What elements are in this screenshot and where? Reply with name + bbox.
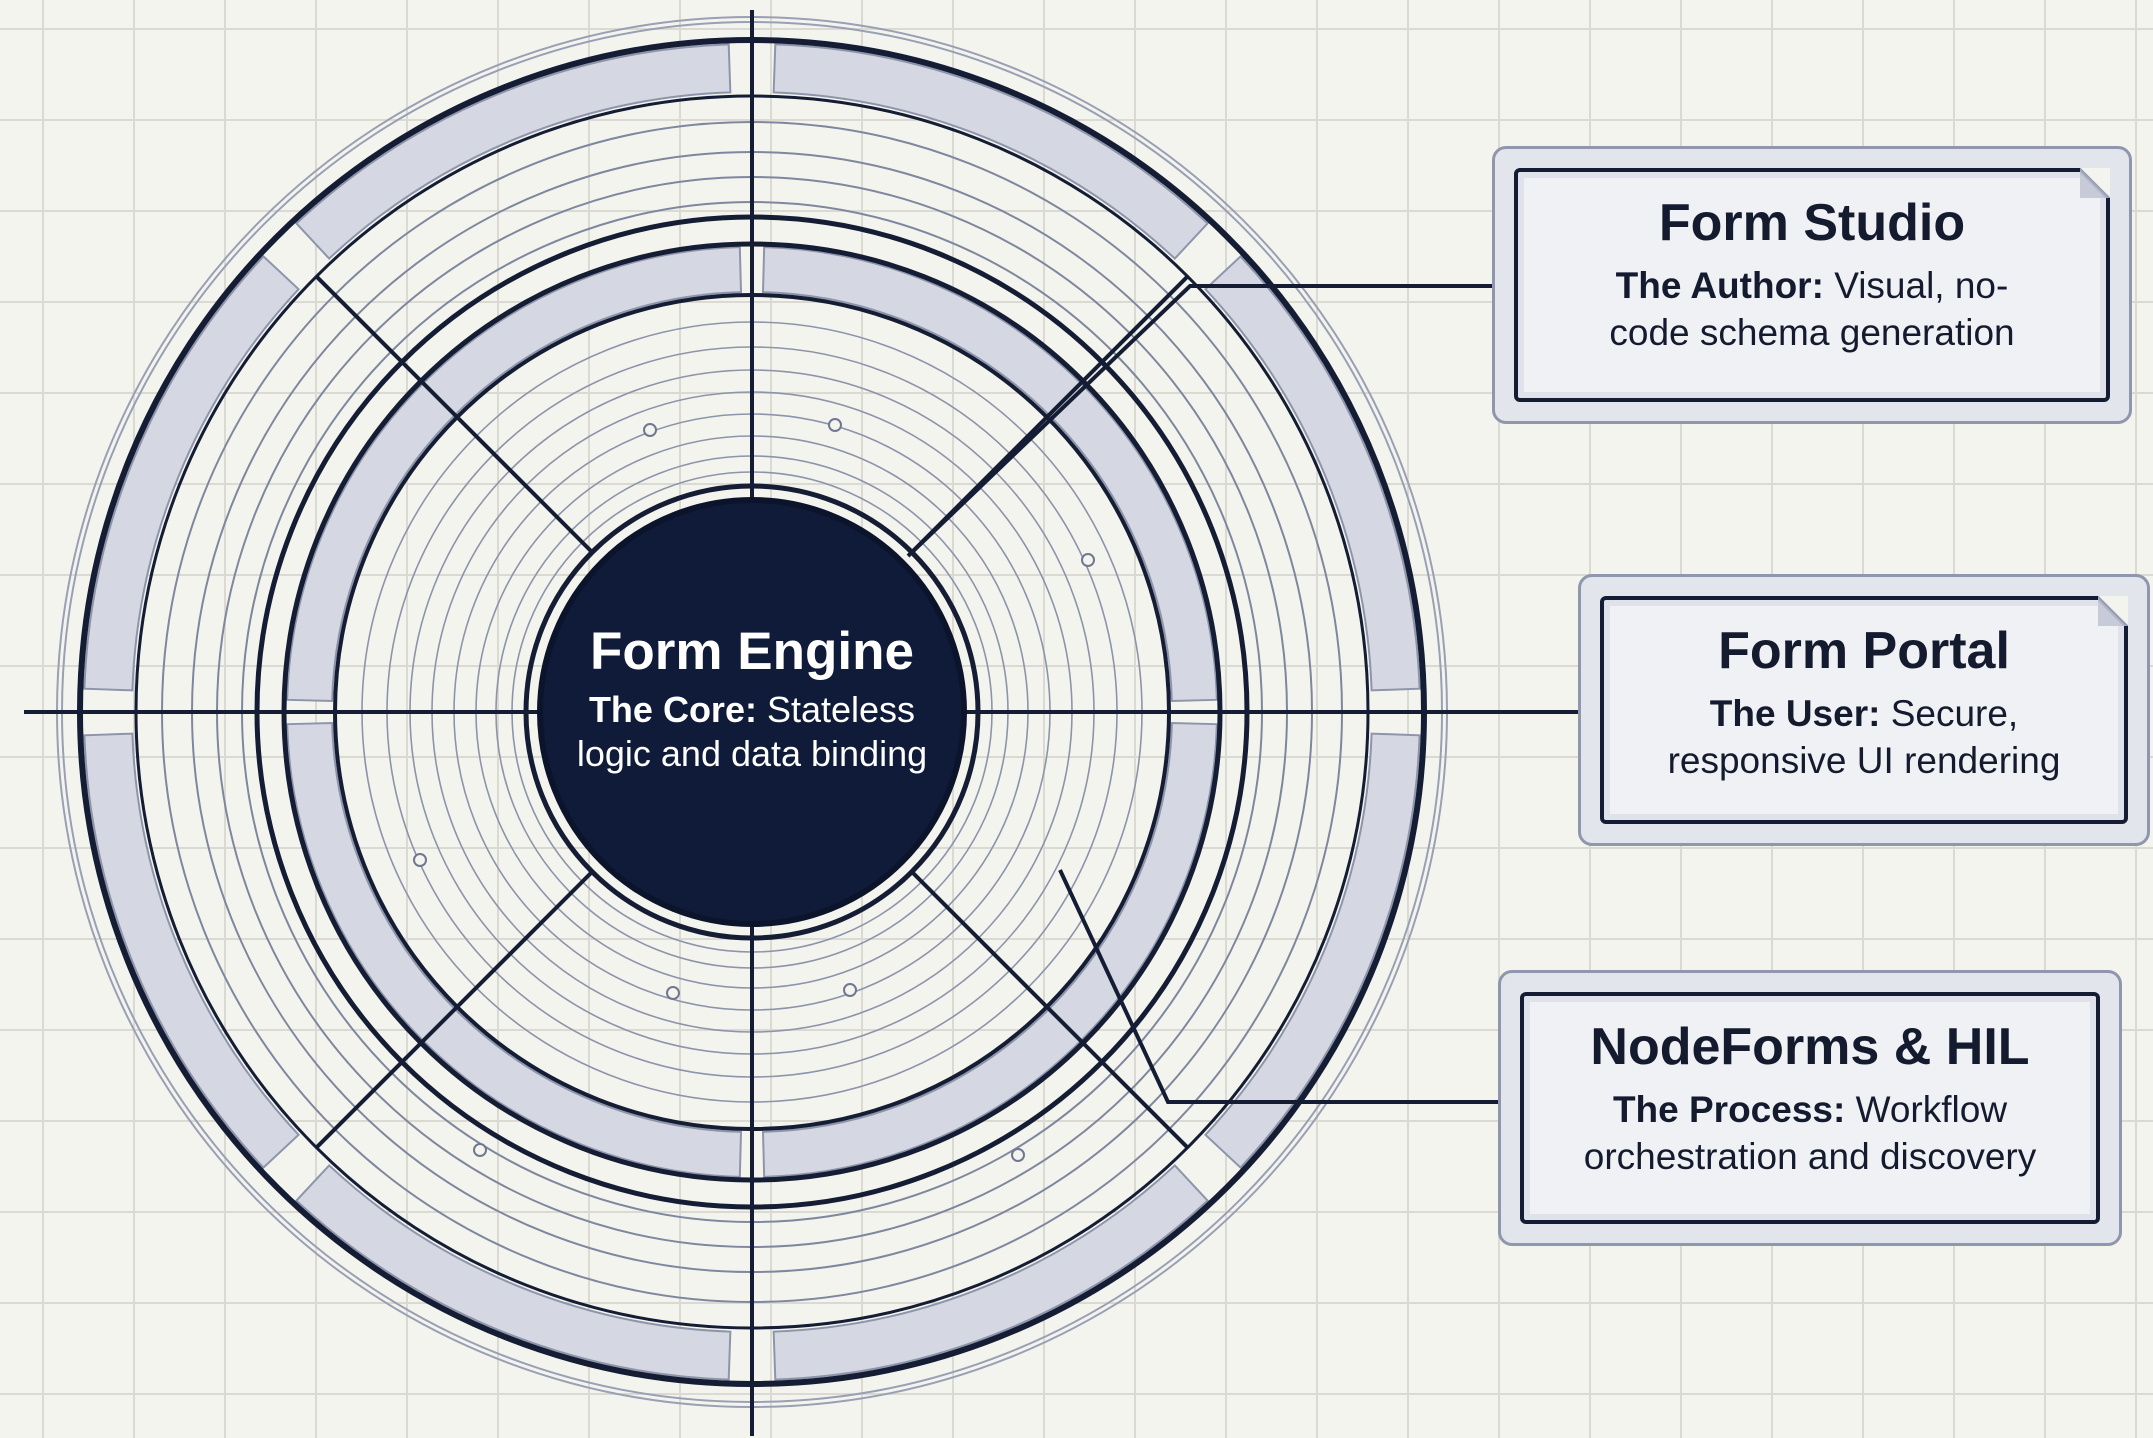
circuit-node [666,986,680,1000]
card-role: The Process: [1612,1089,1846,1130]
outer-band-segment [1204,732,1421,1169]
circuit-node [413,853,427,867]
outer-band-segment [295,43,732,260]
outer-band-segment [772,43,1209,260]
card-title: Form Studio [1658,194,1966,252]
card-form-studio: Form Studio The Author: Visual, no- code… [1492,146,2132,424]
card-role: The User: [1709,693,1881,734]
core-circle [537,497,967,927]
card-panel [1600,596,2128,824]
middle-band-segment [286,721,743,1178]
card-desc-line1: Secure, [1890,693,2019,734]
middle-band-segment [761,721,1218,1178]
circuit-node [643,423,657,437]
middle-band-segment [286,246,743,703]
core-label: Form Engine The Core: Stateless logic an… [537,620,967,776]
core-ring [523,483,981,941]
outer-band-segment [83,732,300,1169]
card-content: NodeForms & HIL The Process: Workflow or… [1524,1016,2096,1180]
card-content: Form Studio The Author: Visual, no- code… [1526,192,2098,356]
middle-band-segment [761,246,1218,703]
circuit-node [828,418,842,432]
circuit-node [843,983,857,997]
core-desc-line1: Stateless [766,689,916,730]
core-title: Form Engine [590,622,914,681]
diagonal-spoke [911,871,1189,1149]
card-desc-line1: Workflow [1855,1089,2008,1130]
circuit-node [1011,1148,1025,1162]
card-form-portal: Form Portal The User: Secure, responsive… [1578,574,2150,846]
card-title: Form Portal [1718,622,2010,680]
outer-band-segment [83,255,300,692]
corner-fold-icon [2080,168,2110,198]
card-panel [1514,168,2110,402]
outer-band-segment [295,1164,732,1381]
connector-nodeforms-hil [1058,869,1520,1104]
outer-band-segment [1204,255,1421,692]
diagonal-spoke [315,871,593,1149]
connector-form-studio [906,284,1514,558]
card-desc-line2: code schema generation [1609,312,2015,353]
circuit-node [1081,553,1095,567]
outer-band-segment [772,1164,1209,1381]
core-role: The Core: [588,689,757,730]
card-desc-line1: Visual, no- [1834,265,2009,306]
corner-fold-icon [2098,596,2128,626]
connectors-group [906,284,1600,1104]
core-desc-line2: logic and data binding [576,733,928,774]
circuit-node [473,1143,487,1157]
card-description: The User: Secure, responsive UI renderin… [1604,690,2124,784]
core-description: The Core: Stateless logic and data bindi… [537,688,967,776]
card-desc-line2: orchestration and discovery [1583,1136,2037,1177]
card-panel [1520,992,2100,1224]
card-desc-line2: responsive UI rendering [1667,740,2061,781]
card-content: Form Portal The User: Secure, responsive… [1604,620,2124,784]
card-title: NodeForms & HIL [1590,1018,2030,1076]
card-description: The Author: Visual, no- code schema gene… [1526,262,2098,356]
card-description: The Process: Workflow orchestration and … [1524,1086,2096,1180]
diagonal-spoke [315,275,593,553]
card-nodeforms-hil: NodeForms & HIL The Process: Workflow or… [1498,970,2122,1246]
card-role: The Author: [1615,265,1824,306]
